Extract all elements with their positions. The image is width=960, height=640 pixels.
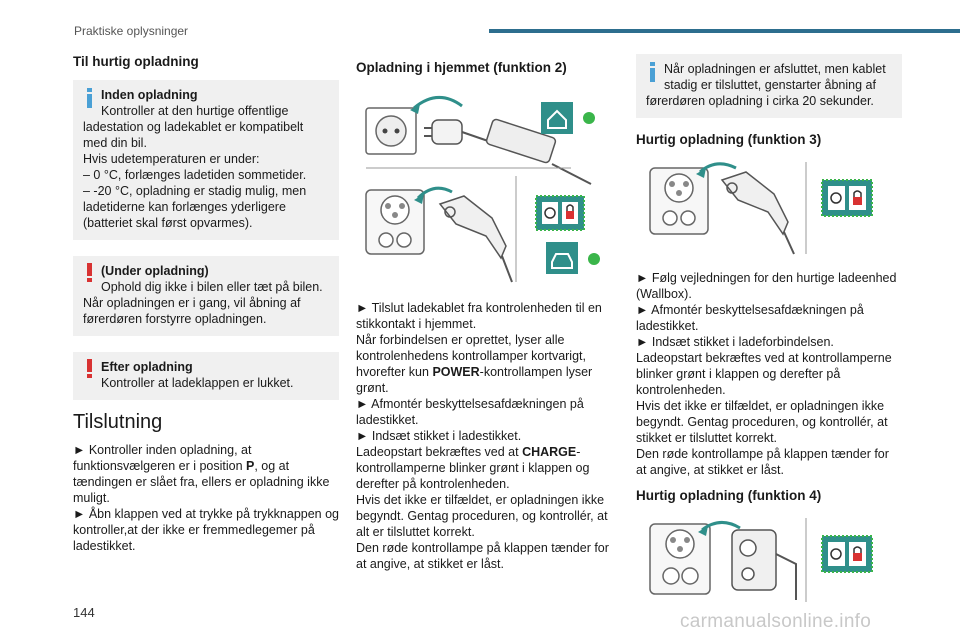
info-icon (650, 62, 655, 82)
warning-line: Ophold dig ikke i bilen eller tæt på bil… (101, 280, 323, 294)
column-2: Opladning i hjemmet (funktion 2) (356, 60, 622, 572)
mode4-figure (649, 518, 873, 602)
info-line: Kontroller at den hurtige offentlige (101, 104, 289, 118)
paragraph: Den røde kontrollampe på klappen tænder … (636, 447, 889, 477)
header-bar (489, 29, 960, 33)
illustration-mode3 (636, 158, 886, 258)
info-text: – 0 °C, forlænges ladetiden sommetider. (83, 168, 307, 182)
heading-fast-charge: Til hurtig opladning (73, 54, 199, 69)
page-number: 144 (73, 605, 95, 620)
warning-box-during-charging: (Under opladning) Ophold dig ikke i bile… (73, 256, 339, 336)
info-icon (87, 88, 92, 108)
paragraph: Hvis det ikke er tilfældet, er opladning… (636, 399, 888, 445)
paragraph: ► Kontroller inden opladning, at funktio… (73, 443, 330, 505)
warning-title: (Under opladning) (101, 264, 209, 278)
paragraph: ► Indsæt stikket i ladestikket. (356, 429, 522, 443)
warning-box-after-charging: Efter opladning Kontroller at ladeklappe… (73, 352, 339, 400)
heading-home-charge: Opladning i hjemmet (funktion 2) (356, 60, 567, 75)
paragraph: ► Indsæt stikket i ladeforbindelsen. (636, 335, 834, 349)
paragraph: ► Tilslut ladekablet fra kontrolenheden … (356, 301, 602, 331)
column-3: Når opladningen er afsluttet, men kablet… (636, 54, 902, 604)
warning-line: Kontroller at ladeklappen er lukket. (101, 376, 294, 390)
info-line: Når opladningen er afsluttet, men kablet (664, 62, 886, 76)
info-text: Hvis udetemperaturen er under: (83, 152, 260, 166)
paragraph: Hvis det ikke er tilfældet, er opladning… (356, 493, 608, 539)
info-box-before-charging: Inden opladning Kontroller at den hurtig… (73, 80, 339, 240)
warning-title: Efter opladning (101, 360, 193, 374)
warning-text: Når opladningen er i gang, vil åbning af… (83, 296, 301, 326)
paragraph: Ladeopstart bekræftes ved at CHARGE-kont… (356, 445, 590, 491)
watermark: carmanualsonline.info (680, 611, 872, 632)
paragraph: ► Afmontér beskyttelsesafdækningen på la… (636, 303, 864, 333)
section-title: Tilslutning (73, 411, 163, 433)
paragraph: ► Følg vejledningen for den hurtige lade… (636, 271, 897, 301)
column-1: Til hurtig opladning Inden opladning Kon… (73, 54, 339, 554)
mode3-figure (649, 162, 873, 255)
paragraph: ► Afmontér beskyttelsesafdækningen på la… (356, 397, 584, 427)
info-text: ladestation og ladekablet er kompatibelt… (83, 120, 304, 150)
paragraph: Den røde kontrollampe på klappen tænder … (356, 541, 609, 571)
paragraph: Når forbindelsen er oprettet, lyser alle… (356, 333, 593, 395)
heading-fast-charge-mode4: Hurtig opladning (funktion 4) (636, 488, 822, 503)
home-charging-figure (365, 96, 600, 283)
warning-icon (87, 359, 92, 378)
info-line: stadig er tilsluttet, genstarter åbning … (664, 78, 876, 92)
heading-fast-charge-mode3: Hurtig opladning (funktion 3) (636, 132, 822, 147)
info-text: – -20 °C, opladning er stadig mulig, men… (83, 184, 307, 230)
paragraph: ► Åbn klappen ved at trykke på trykknapp… (73, 507, 340, 553)
paragraph: Ladeopstart bekræftes ved at kontrollamp… (636, 351, 892, 397)
illustration-mode4 (636, 514, 886, 604)
illustration-home-charging (356, 86, 606, 286)
section-header: Praktiske oplysninger (74, 24, 189, 38)
warning-icon (87, 263, 92, 282)
info-text: førerdøren opladning i cirka 20 sekunder… (646, 94, 874, 108)
info-box-after-charging: Når opladningen er afsluttet, men kablet… (636, 54, 902, 118)
info-title: Inden opladning (101, 88, 198, 102)
